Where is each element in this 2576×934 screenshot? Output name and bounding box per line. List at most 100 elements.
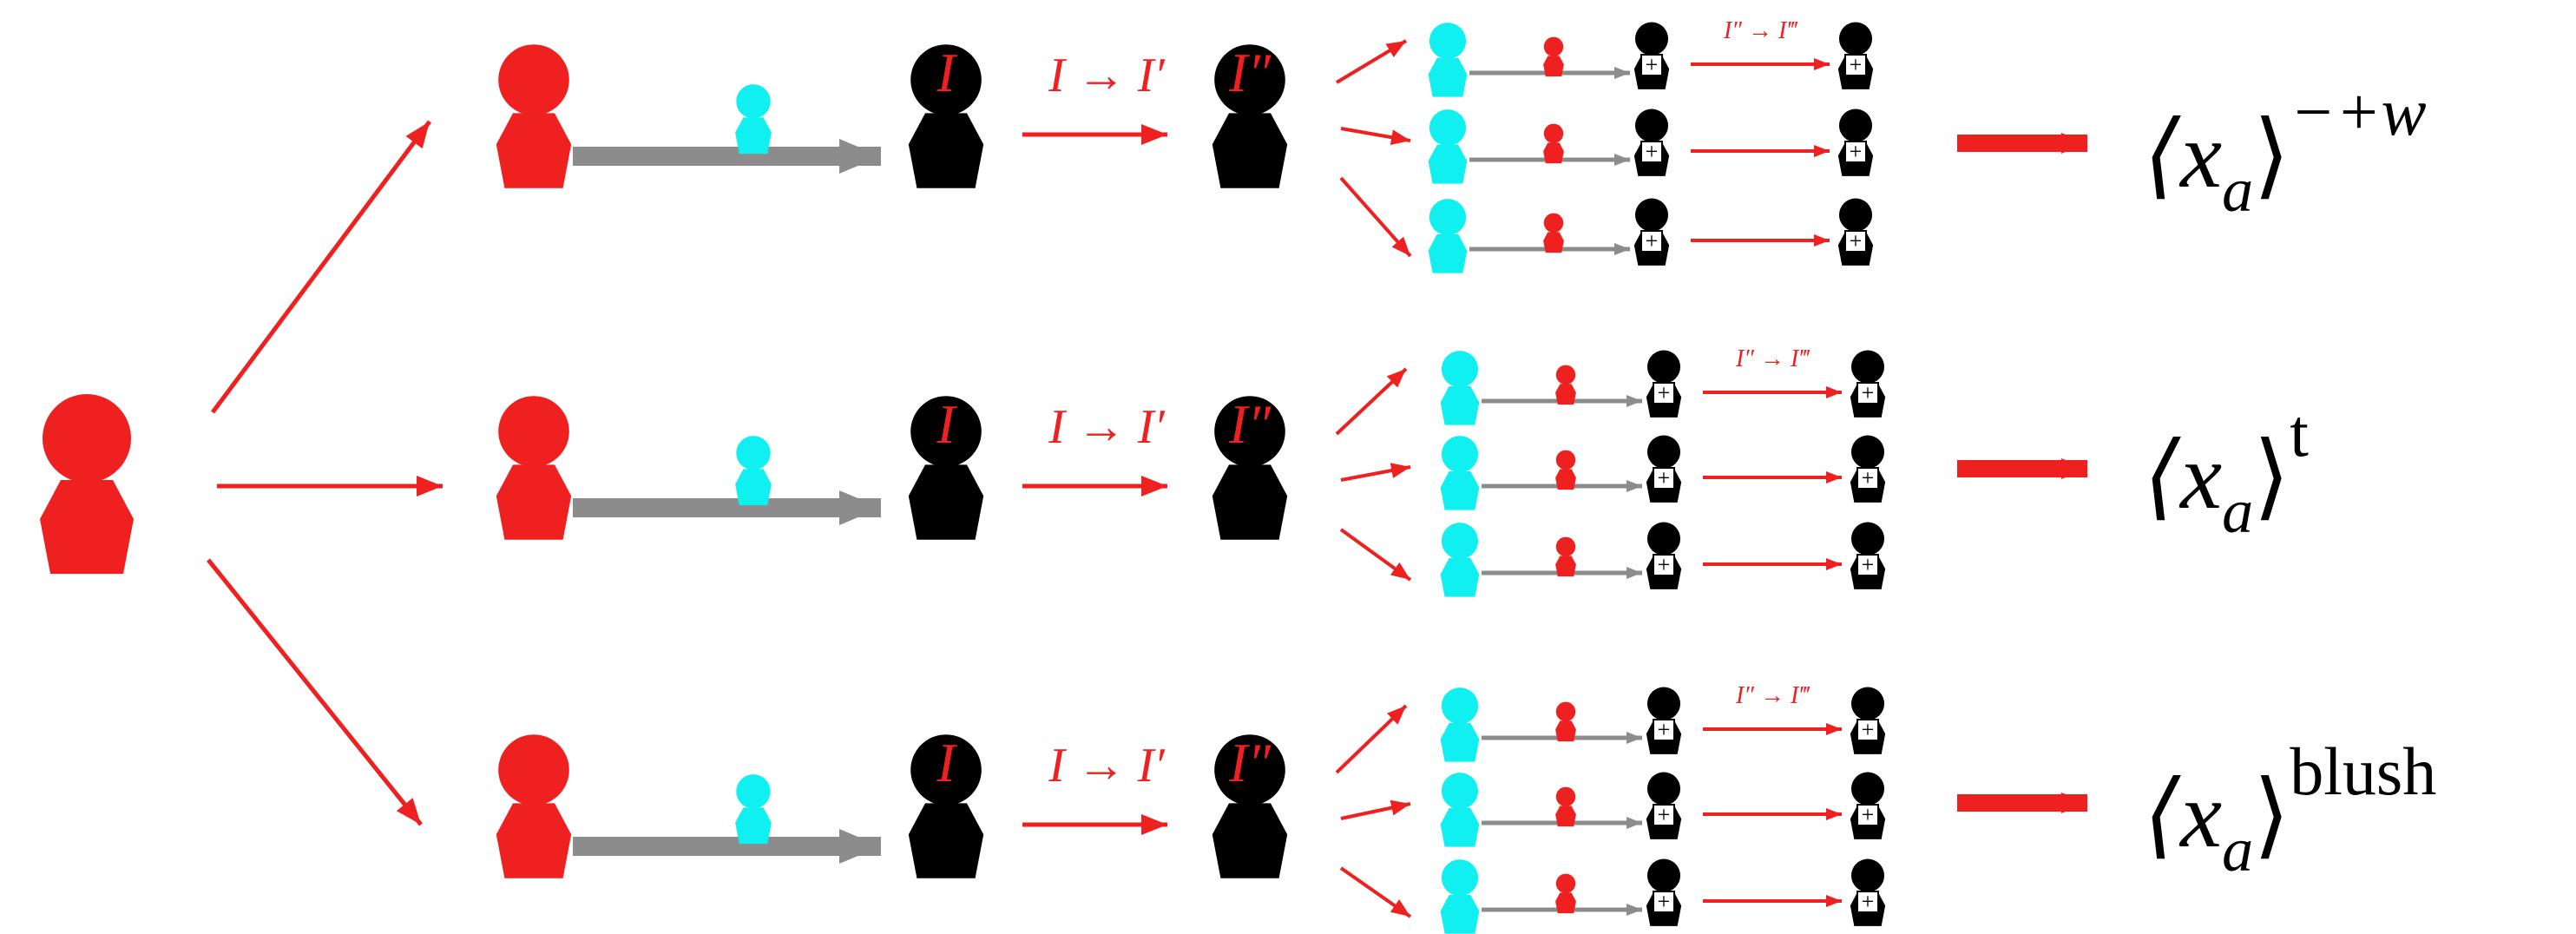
row-3-sub-1-plus-figure-b-head: [1850, 687, 1885, 720]
row-2-sub-2-cyan-head: [1441, 436, 1479, 473]
row-1-sub-2-red-small-head: [1543, 123, 1564, 144]
row-3-sub-3-plus-symbol-b: +: [1862, 889, 1875, 914]
row-3-sub-3-plus-figure-b-head: [1850, 858, 1885, 892]
row-2-sub-2-red-small: [1555, 450, 1576, 490]
row-3-cyan-figure: [735, 774, 772, 845]
row-2-sub-2-cyan: [1440, 436, 1480, 510]
row-3-sub-2-plus-symbol-b: +: [1862, 802, 1875, 827]
row-3-sub-1-plus-symbol-b: +: [1862, 717, 1875, 742]
source-figure: [40, 394, 134, 574]
row-1-sub-2-cyan: [1428, 109, 1468, 184]
row-2-sub-1-small-transition-label: I″ → I‴: [1735, 345, 1810, 372]
row-2-transition-label: I → I′: [1048, 400, 1165, 454]
row-3-node-I: [908, 734, 984, 878]
row-2-red-figure-head: [498, 396, 569, 467]
row-1-sub-2-plus-symbol-b: +: [1850, 139, 1863, 164]
row-2-sub-1-plus-symbol-b: +: [1862, 380, 1875, 405]
row-1-sub-3-fan-arrow: [1339, 176, 1412, 258]
row-1-transition-label: I → I′: [1048, 49, 1165, 102]
row-2-sub-1-fan-arrow: [1335, 367, 1408, 436]
row-1-node-I-label: I: [936, 42, 957, 103]
row-2-result-label: ⟨xa⟩t: [2144, 395, 2309, 546]
row-2-node-I: [908, 396, 984, 540]
row-3-sub-3-fan-arrow: [1339, 866, 1412, 918]
row-2-sub-1-plus-figure-a-head: [1646, 350, 1681, 384]
row-3-sub-2-plus-figure-b-head: [1850, 772, 1885, 806]
row-2-sub-3-plus-figure-b-head: [1850, 522, 1885, 556]
row-1-sub-3-cyan-body: [1428, 234, 1468, 273]
row-2-sub-3-plus-symbol-a: +: [1658, 552, 1671, 577]
row-3-sub-2-plus-box-b: [1856, 804, 1879, 826]
source-figure-body: [40, 480, 134, 574]
row-2-red-figure-body: [496, 464, 572, 540]
row-3-sub-1-plus-box-a: [1653, 719, 1675, 741]
row-2-sub-1-red-small-head: [1555, 365, 1576, 385]
row-2-sub-3-plus-symbol-b: +: [1862, 552, 1875, 577]
row-3-node-I2-body: [1212, 803, 1288, 878]
row-3-result-label: ⟨xa⟩blush: [2144, 733, 2436, 885]
source-figure-head: [43, 394, 131, 483]
row-1-node-I2-body: [1212, 113, 1288, 188]
row-3-sub-3-plus-box-a: [1653, 891, 1675, 913]
row-1-node-I2: [1212, 44, 1288, 188]
row-3-sub-3-red-small-body: [1555, 892, 1576, 914]
row-2-sub-2-red-small-body: [1555, 469, 1576, 490]
row-3-cyan-figure-head: [736, 774, 771, 809]
row-3-red-figure: [496, 734, 572, 878]
row-1-sub-2-plus-figure-a-head: [1634, 109, 1669, 142]
row-1-sub-1-small-transition-label: I″ → I‴: [1723, 17, 1798, 44]
row-1-sub-3-plus-figure-a-head: [1634, 198, 1669, 232]
row-2-sub-3-red-small-body: [1555, 556, 1576, 577]
row-2-sub-3-cyan: [1440, 523, 1480, 597]
row-2-node-I-head: [910, 396, 982, 467]
row-2-node-I2: [1212, 396, 1288, 540]
row-2-sub-3-plus-figure-a-head: [1646, 522, 1681, 556]
row-2-node-I-label: I: [936, 393, 957, 455]
row-1-sub-2-plus-figure-b-head: [1838, 109, 1873, 142]
row-3-node-I2: [1212, 734, 1288, 878]
row-2-sub-1-plus-box-b: [1856, 382, 1879, 405]
row-3-sub-3-red-small-head: [1555, 873, 1576, 894]
row-3-sub-3-cyan-body: [1440, 895, 1480, 934]
row-3-result-sub: a: [2222, 815, 2253, 885]
row-2-sub-2-plus-figure-a-head: [1646, 435, 1681, 469]
row-1-red-figure-body: [496, 113, 572, 188]
row-1-sub-1-plus-figure-a-head: [1634, 22, 1669, 56]
row-1-sub-1-plus-symbol-b: +: [1850, 52, 1863, 77]
row-1-result-base: ⟨x: [2144, 104, 2222, 207]
row-3-sub-1-cyan-head: [1441, 687, 1479, 725]
row-3-sub-3-plus-figure-a-head: [1646, 858, 1681, 892]
row-1-result-close: ⟩: [2253, 104, 2290, 207]
row-3-sub-3-red-small: [1555, 873, 1576, 914]
row-2-sub-3-plus-box-b: [1856, 554, 1879, 576]
row-3-red-figure-head: [498, 734, 569, 806]
row-3-sub-2-fan-arrow: [1340, 799, 1411, 820]
row-2-node-I2-label: I″: [1228, 393, 1272, 455]
row-3-sub-2-cyan: [1440, 773, 1480, 847]
row-3-sub-2-cyan-body: [1440, 808, 1480, 847]
row-2-sub-2-plus-box-a: [1653, 467, 1675, 490]
row-3-cyan-figure-body: [735, 807, 772, 845]
row-3-transition-label: I → I′: [1048, 739, 1165, 793]
row-2-result-sup: t: [2290, 395, 2309, 470]
row-3-sub-2-cyan-head: [1441, 773, 1479, 810]
row-2-sub-3-cyan-head: [1441, 523, 1479, 560]
row-2-node-I-body: [908, 464, 984, 540]
row-3-sub-3-cyan: [1440, 859, 1480, 934]
row-1-sub-3-cyan-head: [1429, 199, 1467, 236]
row-1-cyan-figure-body: [735, 117, 772, 155]
branch-arrow-top: [210, 120, 432, 414]
row-1-sub-1-plus-symbol-a: +: [1646, 52, 1659, 77]
row-1-sub-2-plus-box-b: [1844, 141, 1867, 163]
row-1-cyan-figure: [735, 84, 772, 155]
row-1-node-I-body: [908, 113, 984, 188]
row-1-sub-3-plus-symbol-a: +: [1646, 228, 1659, 253]
row-3-sub-1-red-small-head: [1555, 701, 1576, 722]
row-3-sub-1-red-small-body: [1555, 720, 1576, 742]
row-3-sub-3-plus-box-b: [1856, 891, 1879, 913]
row-3-node-I2-label: I″: [1228, 732, 1272, 793]
row-1-sub-2-fan-arrow: [1340, 127, 1411, 146]
row-3-result-close: ⟩: [2253, 764, 2290, 867]
